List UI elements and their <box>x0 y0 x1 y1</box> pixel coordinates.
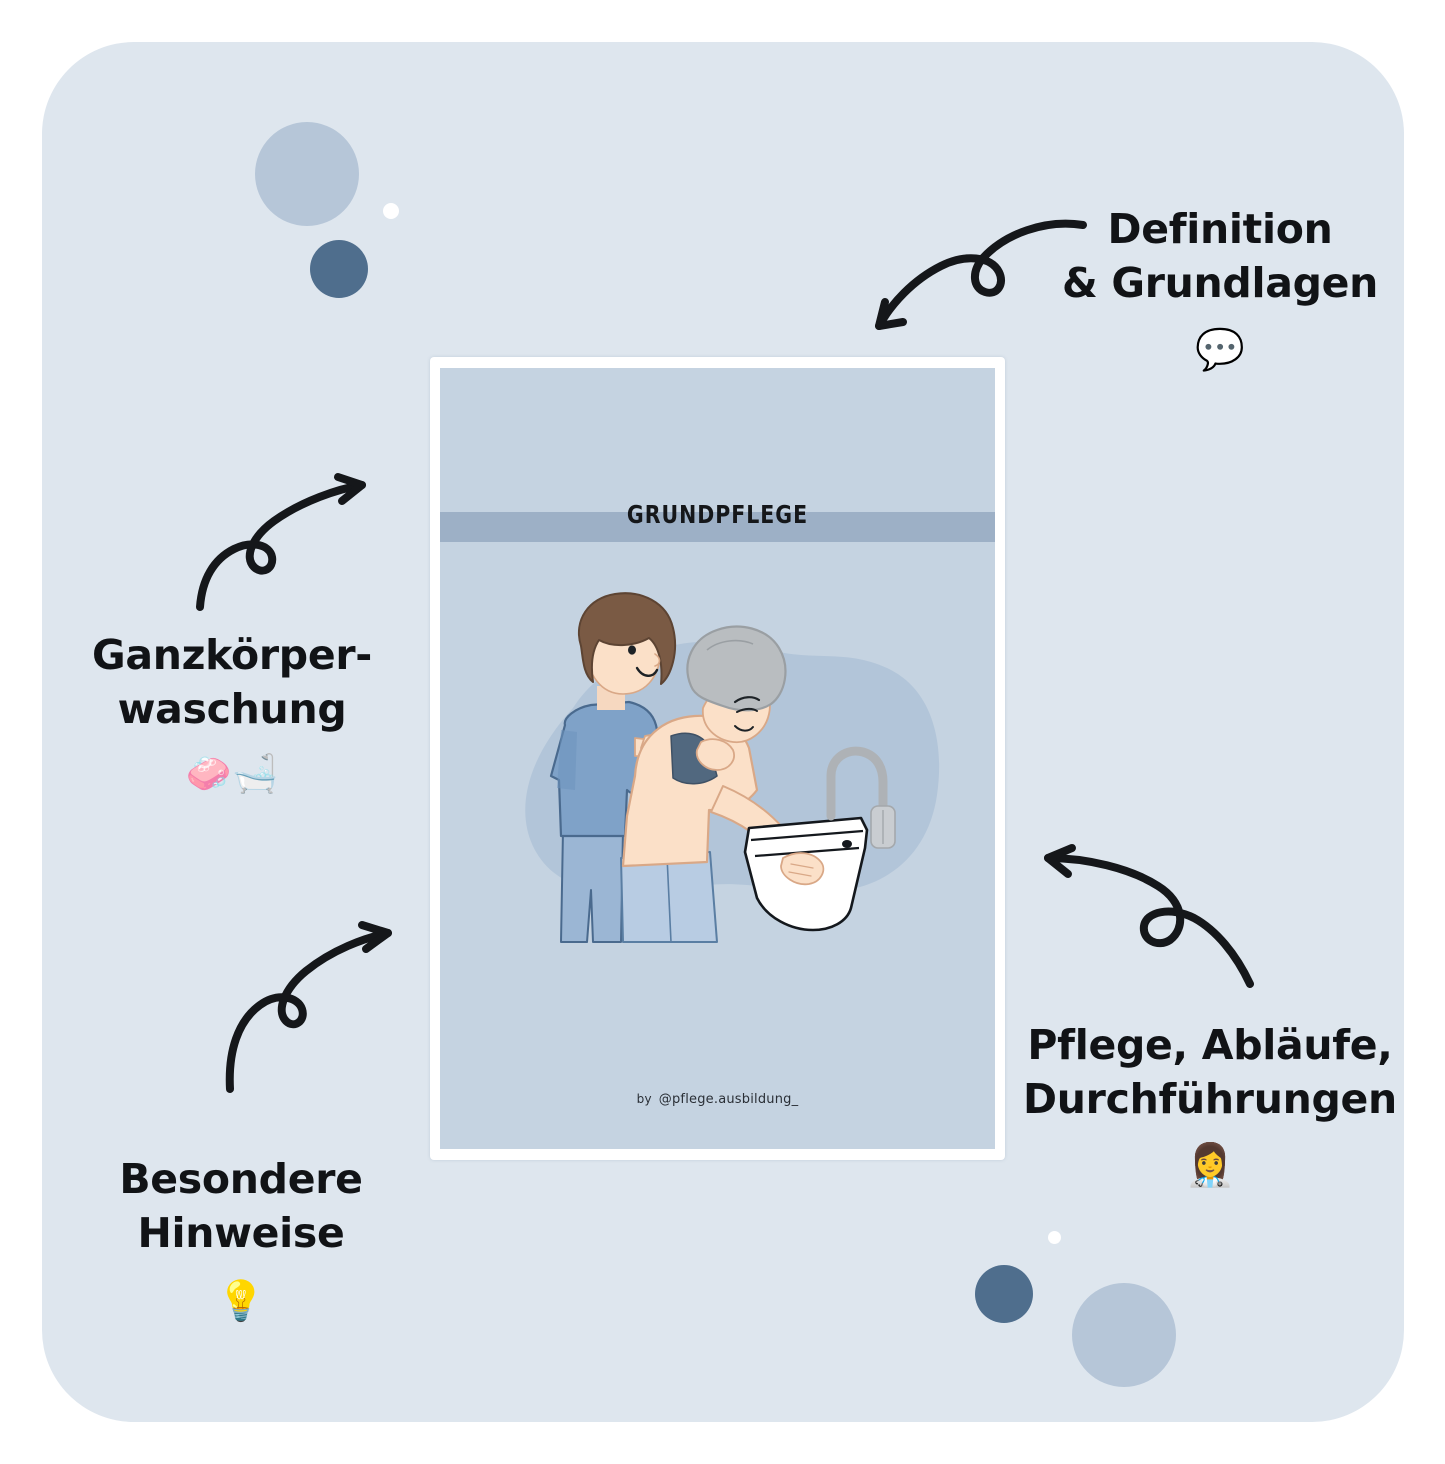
decorative-circle-large-top-left <box>255 122 359 226</box>
annotation-definition-line1: Definition <box>1107 205 1333 253</box>
credit-prefix: by <box>636 1092 652 1106</box>
decorative-circle-dark-bottom-right <box>975 1265 1033 1323</box>
decorative-dot-white-bottom-right <box>1048 1231 1061 1244</box>
light-bulb-icon: 💡 <box>216 1279 266 1325</box>
woman-health-worker-icon: 👩‍⚕️ <box>1184 1141 1236 1190</box>
speech-balloon-icon: 💬 <box>1195 327 1245 374</box>
annotation-ganzkoerperwaschung-line1: Ganzkörper- <box>91 631 373 679</box>
annotation-ganzkoerperwaschung-line2: waschung <box>117 685 347 734</box>
decorative-circle-large-bottom-right <box>1072 1283 1176 1387</box>
annotation-ganzkoerperwaschung: Ganzkörper- waschung 🧼🛁 <box>62 628 402 799</box>
annotation-pflege-ablaeufe: Pflege, Abläufe, Durchführungen 👩‍⚕️ <box>1010 1018 1410 1192</box>
annotation-definition: Definition & Grundlagen 💬 <box>1040 202 1400 377</box>
annotation-besondere-hinweise-line1: Besondere <box>119 1155 363 1203</box>
curved-arrow-up-left-icon <box>1044 844 1254 988</box>
decorative-dot-white-top-left <box>383 203 399 219</box>
curved-arrow-down-left-icon <box>875 219 1087 330</box>
credit-handle: @pflege.ausbildung_ <box>658 1092 799 1107</box>
annotation-pflege-ablaeufe-line1: Pflege, Abläufe, <box>1027 1021 1393 1069</box>
poster-content: GRUNDPFLEGE <box>440 368 995 1149</box>
curved-arrow-up-right-icon <box>225 921 392 1093</box>
poster-title-band <box>440 512 995 542</box>
annotation-definition-line2: & Grundlagen <box>1061 259 1379 308</box>
annotation-pflege-ablaeufe-line2: Durchführungen <box>1023 1075 1397 1124</box>
nurse-washing-patient-illustration <box>525 592 940 943</box>
poster-title: GRUNDPFLEGE <box>626 500 809 529</box>
curved-arrow-up-right-icon <box>196 473 366 611</box>
soap-and-bathtub-icon: 🧼🛁 <box>185 752 279 796</box>
annotation-besondere-hinweise-line2: Hinweise <box>137 1209 345 1258</box>
decorative-circle-dark-top-left <box>310 240 368 298</box>
poster-credit: by @pflege.ausbildung_ <box>440 1092 995 1107</box>
poster-card[interactable]: GRUNDPFLEGE <box>430 357 1005 1160</box>
annotation-besondere-hinweise: Besondere Hinweise 💡 <box>86 1152 396 1328</box>
